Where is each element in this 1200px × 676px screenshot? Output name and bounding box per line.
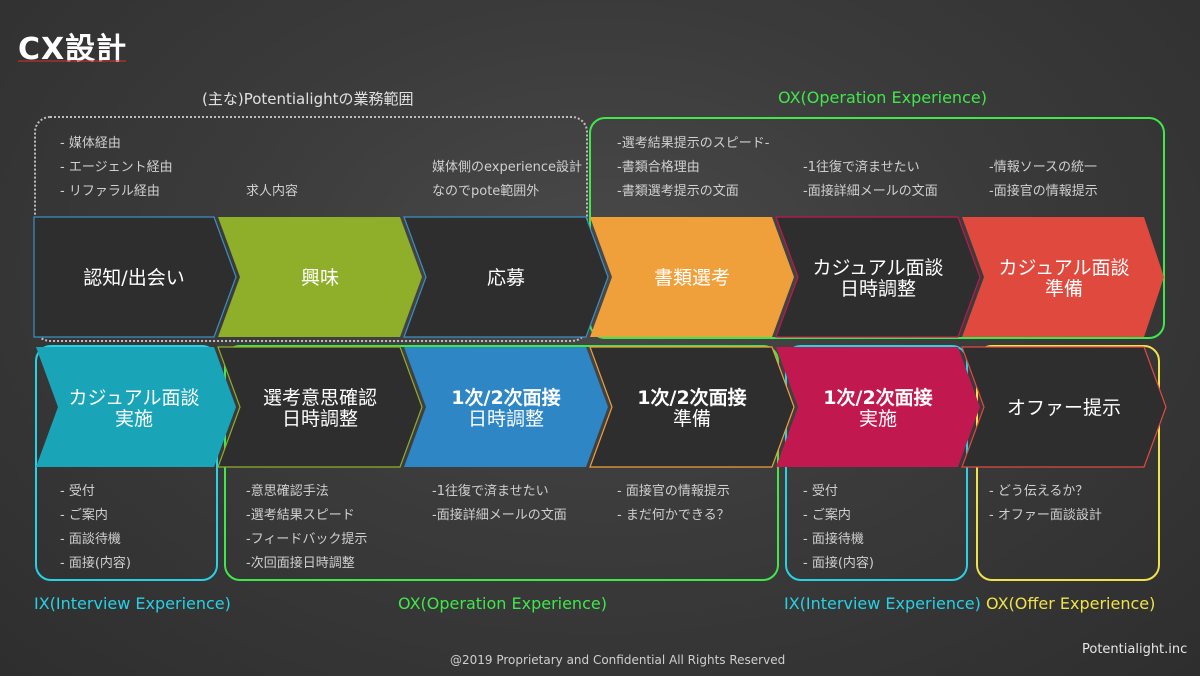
step-label: 応募 <box>487 267 525 289</box>
note-line: - まだ何かできる？ <box>617 508 730 523</box>
step-label: カジュアル面談 <box>998 257 1129 279</box>
step-label: 書類選考 <box>654 267 730 289</box>
scope-label: (主な)Potentialightの業務範囲 <box>202 90 414 108</box>
bottom-notes-col5: - 受付 - ご案内 - 面接待機 - 面接(内容) <box>803 480 874 576</box>
chevron-casual-schedule <box>775 216 981 338</box>
chevron-awareness <box>33 216 237 338</box>
note-line: なのでpote範囲外 <box>432 184 540 199</box>
note-line: -意思確認手法 <box>246 484 329 499</box>
top-notes-col4: -選考結果提示のスピード- -書類合格理由 -書類選考提示の文面 <box>617 132 769 204</box>
note-line: -1往復で済ませたい <box>432 484 549 499</box>
note-line: - 受付 <box>803 484 838 499</box>
ix-frame-1 <box>35 345 218 581</box>
note-line: -次回面接日時調整 <box>246 556 355 571</box>
note-line: - 受付 <box>60 484 95 499</box>
note-line: -書類選考提示の文面 <box>617 184 739 199</box>
top-notes-col2: 求人内容 <box>246 180 298 204</box>
title-underline <box>18 60 126 62</box>
step-label: カジュアル面談 <box>812 257 943 279</box>
bottom-notes-col3: -1往復で済ませたい -面接詳細メールの文面 <box>432 480 567 528</box>
step-label: 認知/出会い <box>83 267 184 289</box>
note-line: -選考結果提示のスピード- <box>617 136 770 151</box>
chevron-screening <box>590 217 794 337</box>
brand-name: Potentialight.inc <box>1082 642 1188 657</box>
chevron-apply <box>403 216 609 338</box>
ix-label-2: IX(Interview Experience) <box>784 594 981 613</box>
note-line: - リファラル経由 <box>60 184 160 199</box>
note-line: - どう伝えるか？ <box>989 484 1089 499</box>
top-notes-col5: -1往復で済ませたい -面接詳細メールの文面 <box>803 156 938 204</box>
chevron-interview-prep <box>589 346 795 468</box>
step-label: 準備 <box>673 408 711 430</box>
step-label: 実施 <box>859 408 897 430</box>
chevron-casual-exec <box>36 347 236 467</box>
note-line: - 面接(内容) <box>60 556 131 571</box>
step-label: 1次/2次面接 <box>823 386 932 409</box>
note-line: - 面接(内容) <box>803 556 874 571</box>
note-line: -フィードバック提示 <box>246 532 368 547</box>
note-line: - ご案内 <box>60 508 108 523</box>
chevron-interview-exec <box>776 347 980 467</box>
step-label: オファー提示 <box>1007 397 1121 419</box>
note-line: - 面接官の情報提示 <box>617 484 730 499</box>
note-line: -書類合格理由 <box>617 160 700 175</box>
step-label: 選考意思確認 <box>263 387 377 409</box>
chevron-interest <box>218 217 422 337</box>
step-label: 1次/2次面接 <box>451 386 560 409</box>
note-line: 媒体側のexperience設計 <box>432 160 583 175</box>
note-line: - エージェント経由 <box>60 160 173 175</box>
bottom-notes-col4: - 面接官の情報提示 - まだ何かできる？ <box>617 480 730 528</box>
ix-label-1: IX(Interview Experience) <box>34 594 231 613</box>
note-line: -面接詳細メールの文面 <box>432 508 567 523</box>
offer-label: OX(Offer Experience) <box>986 594 1156 613</box>
top-notes-col6: -情報ソースの統一 -面接官の情報提示 <box>989 156 1098 204</box>
copyright-footer: @2019 Proprietary and Confidential All R… <box>450 653 786 667</box>
bottom-notes-col2: -意思確認手法 -選考結果スピード -フィードバック提示 -次回面接日時調整 <box>246 480 367 576</box>
bottom-notes-col1: - 受付 - ご案内 - 面談待機 - 面接(内容) <box>60 480 131 576</box>
chevron-interview-schedule <box>404 347 608 467</box>
note-line: - オファー面談設計 <box>989 508 1102 523</box>
step-label: 実施 <box>115 408 153 430</box>
ox-bottom-label: OX(Operation Experience) <box>398 594 607 613</box>
note-line: - 面接待機 <box>803 532 864 547</box>
note-line: -1往復で済ませたい <box>803 160 920 175</box>
note-line: -面接詳細メールの文面 <box>803 184 938 199</box>
step-label: 日時調整 <box>282 408 358 430</box>
step-label: 1次/2次面接 <box>637 386 746 409</box>
note-line: - 媒体経由 <box>60 136 121 151</box>
note-line: 求人内容 <box>246 184 299 199</box>
ox-top-label: OX(Operation Experience) <box>778 88 987 107</box>
top-notes-col1: - 媒体経由 - エージェント経由 - リファラル経由 <box>60 132 173 204</box>
chevron-offer <box>961 346 1167 468</box>
step-label: 日時調整 <box>840 278 916 300</box>
step-label: 興味 <box>301 267 339 289</box>
note-line: -面接官の情報提示 <box>989 184 1098 199</box>
note-line: -選考結果スピード <box>246 508 355 523</box>
note-line: - 面談待機 <box>60 532 121 547</box>
step-label: 日時調整 <box>468 408 544 430</box>
chevron-casual-prep <box>962 217 1164 337</box>
note-line: - ご案内 <box>803 508 851 523</box>
top-notes-col3: 媒体側のexperience設計 なのでpote範囲外 <box>432 156 582 204</box>
note-line: -情報ソースの統一 <box>989 160 1098 175</box>
chevron-intent <box>217 346 423 468</box>
bottom-notes-col6: - どう伝えるか？ - オファー面談設計 <box>989 480 1102 528</box>
step-label: カジュアル面談 <box>68 387 199 409</box>
step-label: 準備 <box>1045 278 1083 300</box>
